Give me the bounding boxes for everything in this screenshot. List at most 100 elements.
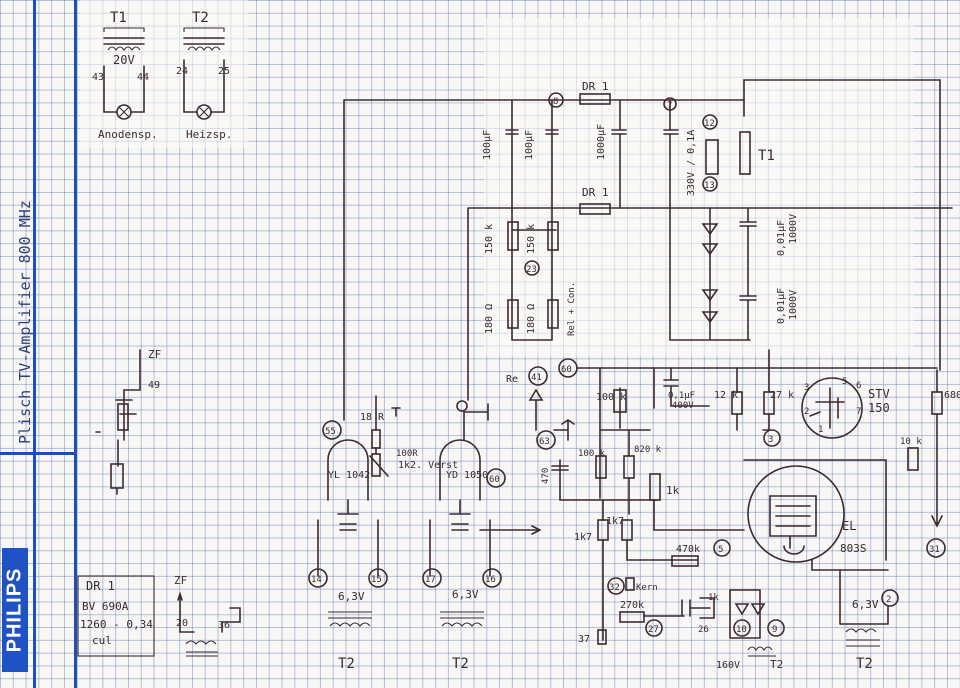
pot-100r: 100R <box>396 449 418 459</box>
yd1050-trafo: T2 <box>452 656 469 672</box>
dr1-line2: 1260 - 0,34 <box>80 618 153 631</box>
res-1k7-a: 1k7 <box>574 532 592 543</box>
node-60b: 60 <box>561 365 572 375</box>
stv-stabilizer: STV 150 3 5 2 7 6 1 <box>801 377 890 439</box>
cap-label-2: 100µF <box>524 130 535 160</box>
node-9: 9 <box>772 625 777 635</box>
node-31: 31 <box>929 545 940 555</box>
cap-01uf: 0,1µF <box>668 391 695 401</box>
res-1k7-b: 1k7 <box>606 516 624 527</box>
tube-el803s: EL 803S 6,3V 2 T2 <box>743 459 899 672</box>
node-41: 41 <box>531 373 542 383</box>
rel-con-label: Rel + Con. <box>567 282 577 336</box>
node-55: 55 <box>325 427 336 437</box>
stv-pin-6: 6 <box>856 381 861 391</box>
t1-pin-b: 44 <box>137 72 149 83</box>
node-5: 5 <box>718 545 723 555</box>
stv-label: STV <box>868 387 890 401</box>
t1-label: T1 <box>110 10 127 26</box>
dr1-mid-label: DR 1 <box>582 186 609 199</box>
node-13: 13 <box>704 181 715 191</box>
t1-caption: Anodensp. <box>98 128 158 141</box>
pin-14: 14 <box>311 575 322 585</box>
pin-49-label: 49 <box>148 380 160 391</box>
dr1-line3: cul <box>92 634 112 647</box>
yl1042-heater: 6,3V <box>338 590 365 603</box>
stv-pin-1: 1 <box>818 425 823 435</box>
stv-pin-5: 5 <box>842 377 847 387</box>
node-2: 2 <box>886 595 891 605</box>
kern-label: Kern <box>636 583 658 593</box>
res-470k: 470k <box>676 544 700 555</box>
zf-label-bottom: ZF <box>174 574 187 587</box>
res-12k: 12 k <box>714 390 738 401</box>
node-63: 63 <box>539 437 550 447</box>
t2-mid-label: T2 <box>770 658 783 671</box>
res-1k: 1k <box>666 484 680 497</box>
yl1042-trafo: T2 <box>338 656 355 672</box>
tube-yl1042: 55 YL 1042 14 15 6,3V T2 <box>308 420 388 672</box>
res-180-b: 180 Ω <box>526 304 537 334</box>
res-100k-a: 100 k <box>596 392 626 403</box>
t1-pin-a: 43 <box>92 72 104 83</box>
el-heater: 6,3V <box>852 598 879 611</box>
trafo-t1-label: T1 <box>758 148 775 164</box>
pin-36-label: 36 <box>218 620 230 631</box>
res-150k-a: 150 k <box>484 224 495 254</box>
pot-18r: 18 R <box>360 412 385 423</box>
transformer-t2: T2 24 25 Heizsp. <box>176 10 232 141</box>
node-26: 26 <box>698 625 709 635</box>
res-27k: 27 k <box>770 390 794 401</box>
dr1-info-box: DR 1 BV 690A 1260 - 0,34 cul <box>77 575 155 657</box>
t2-label: T2 <box>192 10 209 26</box>
hv-cap-value-2: 0,01µF <box>776 288 787 324</box>
pin-16: 16 <box>485 575 496 585</box>
el-trafo: T2 <box>856 656 873 672</box>
dr1-top-label: DR 1 <box>582 80 609 93</box>
hv-cap-volt-1: 1000V <box>788 214 799 244</box>
yd1050-heater: 6,3V <box>452 588 479 601</box>
dr1-title: DR 1 <box>86 579 115 593</box>
pot-1k2: 1k2. Verst <box>398 460 458 471</box>
bias-pot: 18 R 100R 1k2. Verst <box>360 395 458 477</box>
control-circuit: Re 41 60 63 100 k 100 k 820 k 1k 0,1µF 4… <box>506 349 960 671</box>
res-10k: 10 k <box>900 437 922 447</box>
node-32: 32 <box>609 583 620 593</box>
el-tube-number: 803S <box>840 542 867 555</box>
philips-logo: PHILIPS <box>2 548 28 672</box>
node-37: 37 <box>578 634 590 645</box>
pin-17: 17 <box>425 575 436 585</box>
res-1k-b: 1k <box>708 593 719 603</box>
res-180-a: 180 Ω <box>484 304 495 334</box>
yd1050-label: YD 1050 <box>446 470 488 481</box>
cap-470: 470 <box>541 468 551 484</box>
pin-15: 15 <box>371 575 382 585</box>
node-27: 27 <box>648 625 659 635</box>
margin-line-left <box>33 0 36 688</box>
res-100k-b: 100 k <box>578 449 606 459</box>
t2-pin-a: 24 <box>176 66 188 77</box>
res-680k: 680 k <box>944 390 960 401</box>
res-150k-b: 150 k <box>526 224 537 254</box>
trafo-rating-label: 330V / 0,1A <box>686 130 697 196</box>
hv-cap-value-1: 0,01µF <box>776 220 787 256</box>
relay-label: Re <box>506 374 518 385</box>
dr1-line1: BV 690A <box>82 600 129 613</box>
node-60: 60 <box>489 475 500 485</box>
stv-pin-2: 2 <box>804 407 809 417</box>
tube-yd1050: 60 YD 1050 17 16 6,3V T2 <box>422 400 541 672</box>
zf-input-stage: ZF 49 <box>95 348 161 495</box>
t2-160v: 160V <box>716 660 740 671</box>
stv-pin-7: 7 <box>856 407 861 417</box>
t2-caption: Heizsp. <box>186 128 232 141</box>
node-3: 3 <box>768 435 773 445</box>
stv-pin-3: 3 <box>804 383 809 393</box>
stv-value: 150 <box>868 401 890 415</box>
cap-400v: 400V <box>672 401 694 411</box>
transformer-pane <box>80 0 248 148</box>
margin-line-cross <box>0 452 76 455</box>
margin-line-right <box>74 0 77 688</box>
node-12: 12 <box>704 119 715 129</box>
